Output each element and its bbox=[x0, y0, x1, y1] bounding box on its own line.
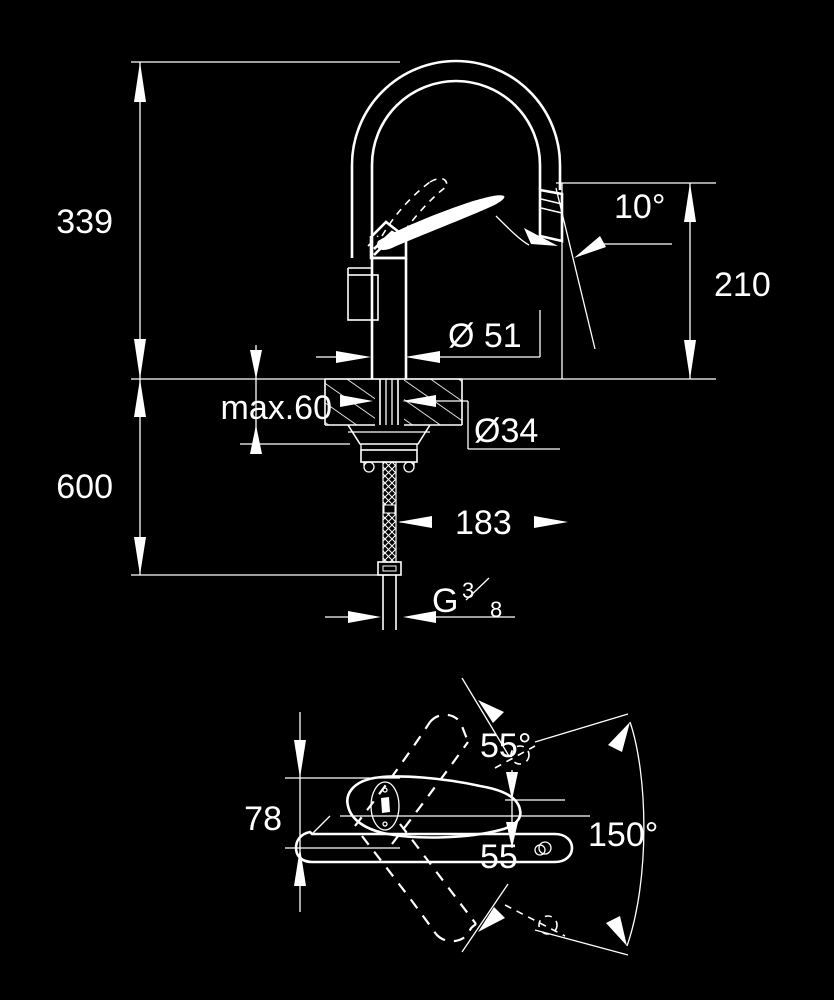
dimension-angle-55-lower: 55 bbox=[461, 838, 546, 953]
dimension-label-78: 78 bbox=[244, 800, 282, 838]
dimension-label-angle-55-lower: 55 bbox=[480, 838, 518, 876]
faucet-lever-handle bbox=[369, 195, 505, 260]
column-side-box bbox=[347, 267, 379, 321]
dimension-label-angle-55-upper: 55° bbox=[480, 727, 531, 765]
dimension-339: 339 bbox=[56, 62, 146, 379]
dimension-angle-55-upper: 55° bbox=[461, 677, 531, 848]
dimension-78: 78 bbox=[244, 712, 400, 912]
dimension-label-dia-51: Ø 51 bbox=[448, 317, 522, 355]
flexible-hose bbox=[377, 461, 402, 630]
countertop-section bbox=[324, 378, 463, 426]
spout-outlet bbox=[538, 188, 564, 243]
dimension-label-max60: max.60 bbox=[221, 389, 333, 427]
dimension-dia-51: Ø 51 bbox=[316, 310, 541, 363]
lever-open-position-dashed bbox=[367, 177, 448, 247]
faucet-spout-arc bbox=[350, 59, 562, 258]
dimension-angle-10: 10° bbox=[495, 183, 672, 379]
dimension-label-210: 210 bbox=[714, 266, 771, 304]
dimension-label-dia-34: Ø34 bbox=[474, 412, 538, 450]
dimension-label-thread-g: G bbox=[432, 582, 458, 620]
dimension-label-angle-10: 10° bbox=[614, 188, 665, 226]
dimension-max60: max.60 bbox=[221, 345, 350, 454]
dimension-label-thread-numerator: 3 bbox=[462, 578, 474, 603]
side-elevation-view: 339 600 210 max.60 bbox=[56, 59, 771, 630]
dimension-angle-150: 150° bbox=[534, 713, 658, 956]
dimension-183: 183 bbox=[398, 504, 568, 542]
spout-plan-rotated-up-dashed bbox=[354, 713, 536, 845]
dimension-label-thread-denominator: 8 bbox=[490, 597, 502, 622]
dimension-thread-g38: G 3 8 bbox=[325, 577, 515, 623]
dimension-label-183: 183 bbox=[455, 504, 512, 542]
dimension-210: 210 bbox=[684, 183, 771, 379]
dimension-600: 600 bbox=[56, 379, 146, 575]
dimension-label-600: 600 bbox=[56, 468, 113, 506]
dimension-label-angle-150: 150° bbox=[588, 816, 658, 854]
spout-plan-center bbox=[294, 815, 574, 864]
dimension-label-339: 339 bbox=[56, 203, 113, 241]
top-plan-view: 78 bbox=[244, 677, 658, 956]
